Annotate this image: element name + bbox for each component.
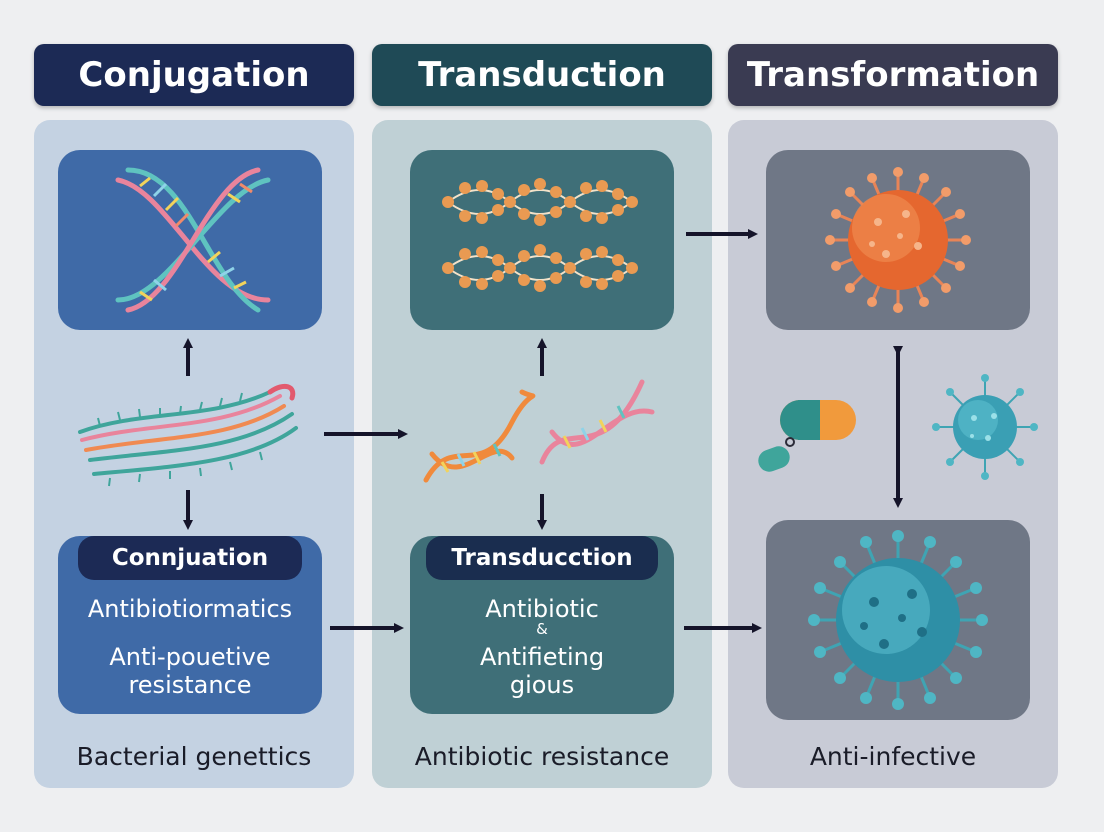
flow-arrows [0, 0, 1104, 832]
